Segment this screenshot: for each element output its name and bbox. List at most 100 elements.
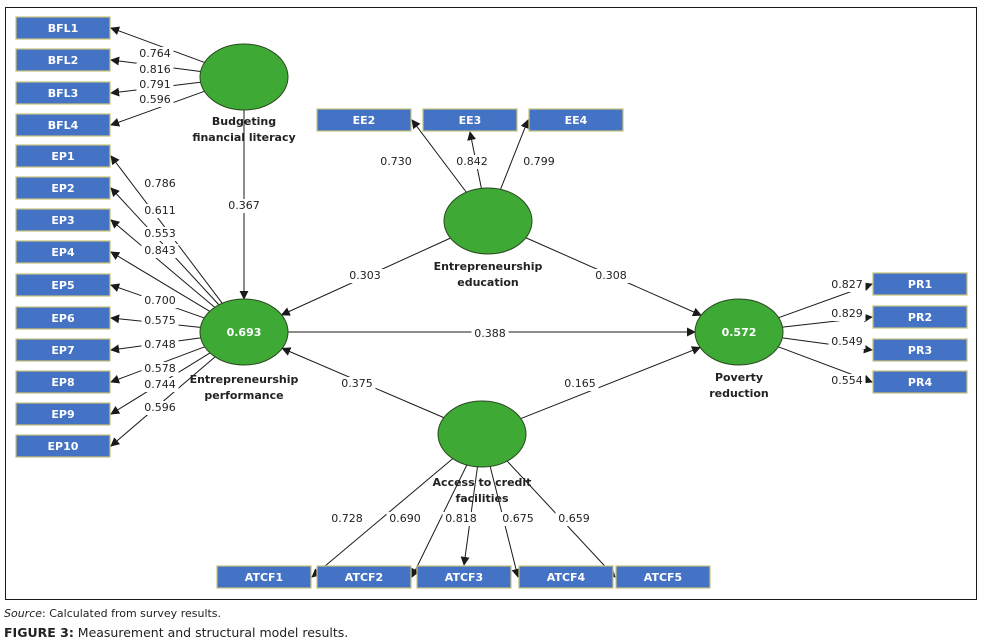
latent-bfl: Budgeting financial literacy [192, 43, 296, 144]
path-coef-bfl-ep: 0.367 [225, 199, 263, 213]
loading-label-pr1: 0.827 [828, 278, 866, 292]
indicator-label: ATCF3 [445, 571, 483, 584]
source-label: Source [4, 607, 43, 620]
loading-arrow-ep3 [110, 219, 216, 308]
indicator-ep3: EP3 [15, 208, 111, 232]
loading-label-pr1-bg [828, 278, 866, 292]
loading-arrow-atcf1 [311, 458, 454, 578]
indicator-box [15, 273, 111, 297]
loading-label-ee2-text: 0.730 [380, 155, 412, 168]
indicator-box [872, 305, 968, 329]
loading-label-atcf1: 0.728 [328, 512, 366, 526]
loading-arrow-ee4 [500, 119, 530, 190]
latent-name-line: Budgeting [212, 115, 276, 128]
loading-label-pr3-text: 0.549 [831, 335, 863, 348]
loading-arrow-bfl4 [110, 90, 205, 127]
figure-caption: FIGURE 3: Measurement and structural mod… [4, 625, 348, 640]
loading-label-ep8-text: 0.578 [144, 362, 176, 375]
path-coef-atcf-ep: 0.375 [338, 377, 376, 391]
latent-ellipse [443, 187, 533, 255]
indicator-ep8: EP8 [15, 370, 111, 394]
loading-label-atcf5-text: 0.659 [558, 512, 590, 525]
indicator-box [528, 108, 624, 132]
loading-label-ep1-bg [141, 177, 179, 191]
loading-label-ep10: 0.596 [141, 401, 179, 415]
loading-label-atcf3: 0.818 [442, 512, 480, 526]
latent-name-line: Access to credit [433, 476, 532, 489]
indicator-label: EP4 [51, 246, 75, 259]
loading-arrow-bfl1 [110, 26, 205, 63]
indicator-box [15, 16, 111, 40]
arrow-line [110, 90, 205, 127]
loading-label-pr2-bg [828, 307, 866, 321]
r-squared-value: 0.572 [722, 326, 757, 339]
arrow-line [411, 464, 468, 578]
indicator-ee3: EE3 [422, 108, 518, 132]
path-coef-atcf-ep-bg [338, 377, 376, 391]
indicator-box [872, 370, 968, 394]
arrow-line [520, 346, 701, 420]
latent-name-line: Poverty [715, 371, 763, 384]
loading-label-ep8: 0.578 [141, 362, 179, 376]
r-squared-value: 0.693 [227, 326, 262, 339]
loading-label-pr3-bg [828, 335, 866, 349]
latent-ellipse [437, 400, 527, 468]
indicator-label: PR1 [908, 278, 932, 291]
indicator-label: PR3 [908, 344, 932, 357]
indicator-ee2: EE2 [316, 108, 412, 132]
arrow-line [110, 219, 216, 308]
loading-label-bfl4: 0.596 [136, 93, 174, 107]
loading-label-ee4-bg [520, 155, 558, 169]
loading-arrow-ep4 [110, 251, 210, 312]
indicator-bfl1: BFL1 [15, 16, 111, 40]
arrow-line [500, 119, 530, 190]
latent-name-line: financial literacy [192, 131, 295, 144]
loading-label-ep4-text: 0.843 [144, 244, 176, 257]
indicator-ep10: EP10 [15, 434, 111, 458]
latent-name-line: reduction [709, 387, 769, 400]
loading-label-ep7: 0.748 [141, 338, 179, 352]
latent-ellipse [694, 298, 784, 366]
loading-label-pr4-bg [828, 374, 866, 388]
path-coef-atcf-pr: 0.165 [561, 377, 599, 391]
loading-label-bfl1-text: 0.764 [139, 47, 171, 60]
loading-label-ep9-text: 0.744 [144, 378, 176, 391]
indicator-box [15, 144, 111, 168]
caption-label: FIGURE 3: [4, 625, 74, 640]
indicator-label: EP9 [51, 408, 74, 421]
loading-label-ep10-bg [141, 401, 179, 415]
latent-name-line: performance [204, 389, 283, 402]
indicator-atcf4: ATCF4 [518, 565, 614, 589]
loading-label-atcf3-text: 0.818 [445, 512, 477, 525]
loading-label-ep3: 0.553 [141, 227, 179, 241]
loading-label-bfl3: 0.791 [136, 78, 174, 92]
indicator-label: PR2 [908, 311, 932, 324]
loading-label-pr3: 0.549 [828, 335, 866, 349]
loading-label-bfl3-text: 0.791 [139, 78, 171, 91]
loading-label-atcf2-bg [386, 512, 424, 526]
loading-arrow-ee2 [411, 119, 467, 193]
loading-label-ee3-text: 0.842 [456, 155, 488, 168]
indicator-ep1: EP1 [15, 144, 111, 168]
loading-label-pr4-text: 0.554 [831, 374, 863, 387]
indicator-label: BFL4 [48, 119, 79, 132]
loading-label-atcf1-text: 0.728 [331, 512, 363, 525]
indicator-label: PR4 [908, 376, 933, 389]
path-coef-ee-pr-text: 0.308 [595, 269, 627, 282]
indicator-label: BFL1 [48, 22, 79, 35]
indicator-box [15, 402, 111, 426]
path-coef-atcf-ep-text: 0.375 [341, 377, 373, 390]
indicator-label: EP5 [51, 279, 74, 292]
loading-label-atcf5: 0.659 [555, 512, 593, 526]
indicator-box [15, 240, 111, 264]
loading-label-ep9: 0.744 [141, 378, 179, 392]
indicator-label: EP7 [51, 344, 74, 357]
loading-label-ee3: 0.842 [453, 155, 491, 169]
loading-label-ee4: 0.799 [520, 155, 558, 169]
indicator-atcf5: ATCF5 [615, 565, 711, 589]
loading-label-ee2: 0.730 [377, 155, 415, 169]
indicator-ep2: EP2 [15, 176, 111, 200]
source-text: : Calculated from survey results. [42, 607, 222, 620]
